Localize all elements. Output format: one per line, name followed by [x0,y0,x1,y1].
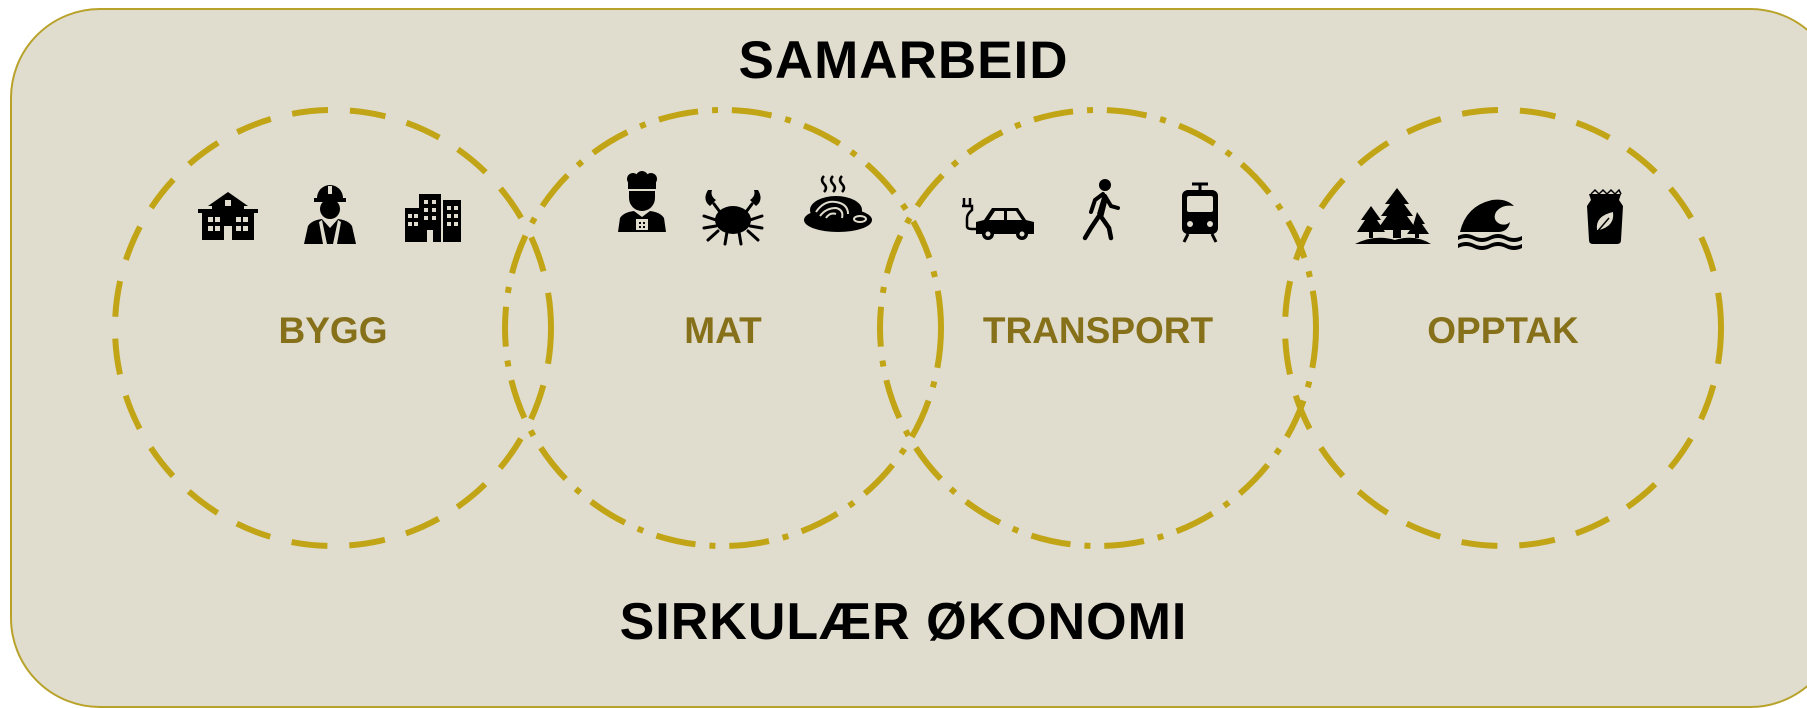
chef-icon [618,171,666,232]
diagram-subtitle: SIRKULÆR ØKONOMI [619,593,1188,651]
diagram-panel [10,8,1807,708]
circle-transport [877,107,1319,549]
circle-group-transport: TRANSPORT [877,107,1319,549]
pasta-dish-icon [804,175,872,232]
tram-icon [1182,182,1218,243]
crab-icon [702,190,764,246]
circle-label-transport: TRANSPORT [983,310,1214,351]
electric-car-icon [962,198,1034,240]
circle-opptak [1282,107,1724,549]
circle-group-opptak: OPPTAK [1282,107,1724,549]
circle-mat [502,107,944,549]
circle-group-mat: MAT [502,107,944,549]
construction-worker-icon [304,185,356,244]
circle-bygg [112,107,554,549]
circle-group-bygg: BYGG [112,107,554,549]
city-buildings-icon [405,194,461,242]
circle-label-bygg: BYGG [279,310,388,351]
wave-icon [1458,199,1522,250]
circle-label-mat: MAT [684,310,762,351]
diagram-title: SAMARBEID [738,31,1069,90]
circles-diagram: BYGG [112,107,1724,549]
circle-label-opptak: OPPTAK [1427,310,1579,351]
pedestrian-icon [1082,179,1120,241]
school-building-icon [198,192,258,240]
compost-bag-icon [1587,188,1623,244]
forest-icon [1355,188,1431,244]
